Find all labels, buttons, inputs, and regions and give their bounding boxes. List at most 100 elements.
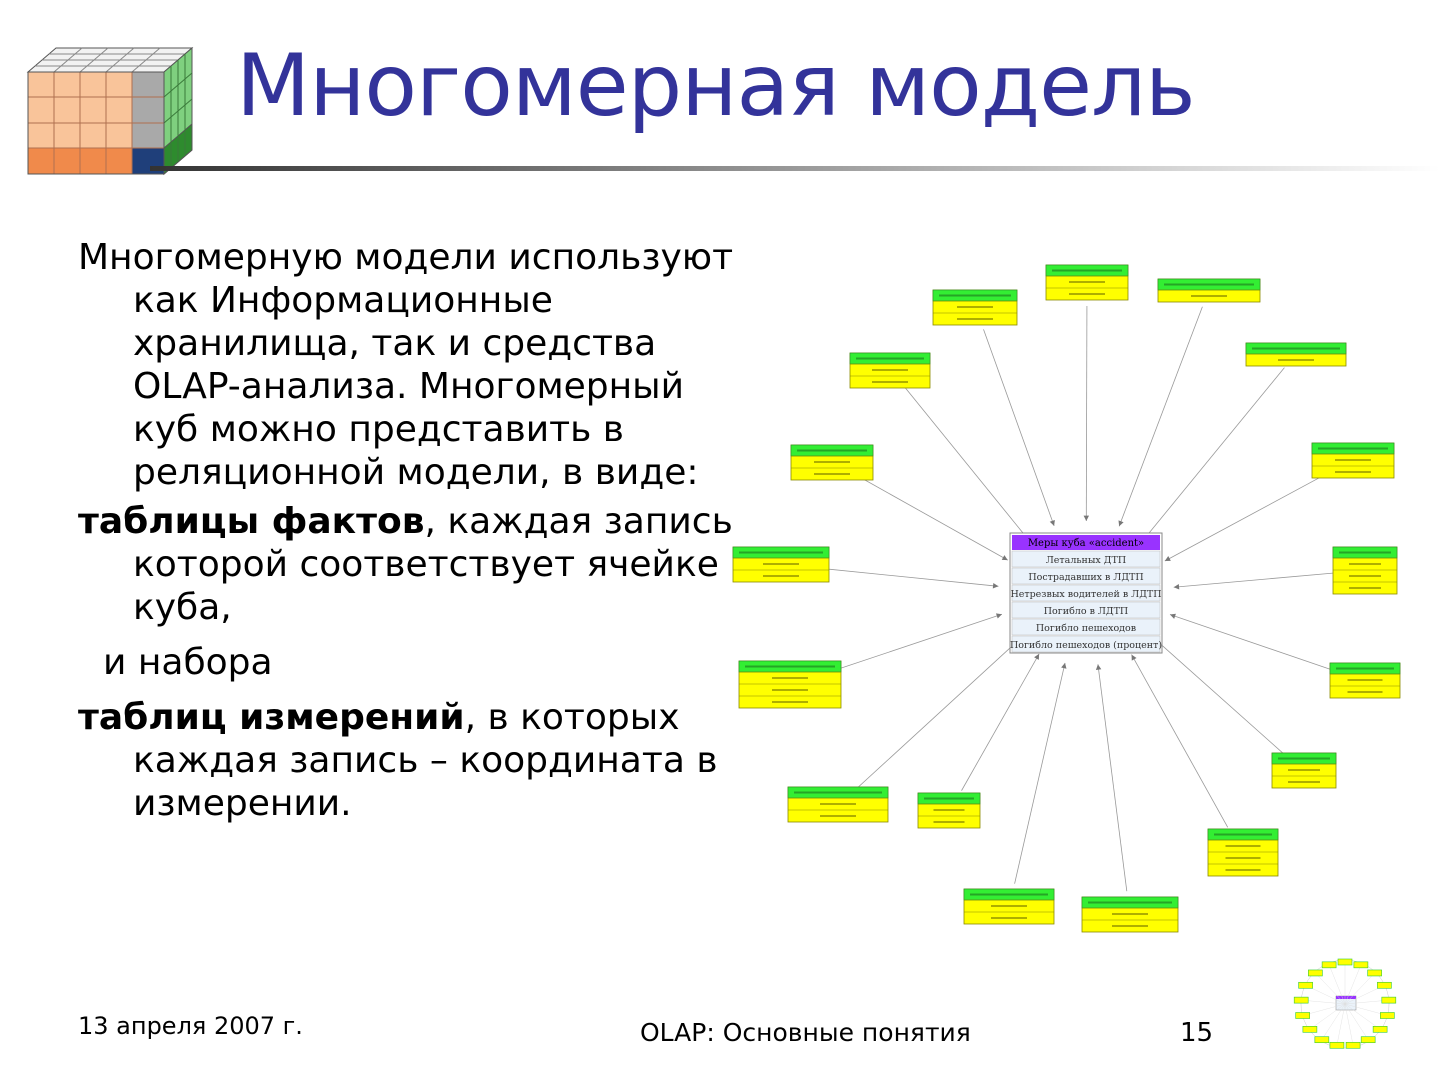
dimension-header-text [939, 294, 1011, 297]
relation-arrow [1034, 653, 1040, 660]
relation-arrow [1049, 519, 1055, 526]
dimension-table [738, 660, 842, 709]
thumbnail-dim [1293, 996, 1309, 1004]
dimension-row-text [1347, 679, 1383, 681]
dimension-row-text [1225, 857, 1261, 859]
thumbnail-dim [1298, 981, 1313, 989]
relation-line [1143, 367, 1285, 540]
fact-table-row-label: Нетрезвых водителей в ЛДТП [1010, 589, 1161, 600]
dimension-tables-term: таблиц измерений [78, 697, 465, 738]
relation-arrow [1131, 654, 1137, 661]
relation-line [1014, 662, 1066, 884]
dimension-table [790, 444, 874, 481]
relation-line [905, 387, 1029, 540]
dimension-header-text [745, 665, 835, 668]
dimension-table [932, 289, 1018, 326]
dimension-table [1311, 442, 1395, 479]
relation-line [1153, 638, 1287, 756]
dimension-row-text [772, 689, 808, 691]
thumbnail-dim [1372, 1026, 1388, 1033]
dimension-row-text [1335, 471, 1371, 473]
thumbnail-line [1309, 1003, 1346, 1030]
dimension-table [1245, 342, 1347, 367]
dimension-row-text [820, 815, 856, 817]
dimension-header-text [970, 893, 1048, 896]
thumbnail-dim [1329, 1041, 1345, 1049]
dimension-table [1207, 828, 1279, 877]
dimension-header-text [1336, 667, 1394, 670]
title-underline [150, 166, 1440, 171]
dimension-row-text [820, 803, 856, 805]
footer-date: 13 апреля 2007 г. [78, 1012, 303, 1040]
page-number: 15 [1180, 1018, 1214, 1048]
fact-table-row-label: Погибло пешеходов [1036, 623, 1136, 634]
relation-line [855, 639, 1020, 790]
dimension-row-text [1349, 575, 1381, 577]
dimension-row-text [1112, 913, 1148, 915]
relation-line [983, 329, 1055, 527]
dimension-row-text [991, 905, 1027, 907]
relation-line [818, 613, 1003, 677]
thumbnail-dim [1377, 981, 1392, 989]
dimension-row-text [763, 575, 799, 577]
relation-line [804, 566, 999, 587]
dimension-header-text [1278, 757, 1330, 760]
relation-line [1169, 614, 1343, 674]
dimension-header-text [739, 551, 823, 554]
relation-line [961, 653, 1040, 791]
fact-table-row-label: Летальных ДТП [1046, 555, 1126, 566]
dimension-row-text [1112, 925, 1148, 927]
relation-line [1097, 664, 1128, 892]
footer-title: OLAP: Основные понятия [640, 1018, 971, 1047]
dimension-table [1271, 752, 1337, 789]
thumbnail-line [1344, 1003, 1354, 1046]
dimension-tables-desc: , в которых каждая запись – координата в… [133, 697, 718, 824]
dimension-row-text [1347, 691, 1383, 693]
relation-line [852, 472, 1008, 561]
dimension-row-text [1225, 869, 1261, 871]
dimension-table [1157, 278, 1261, 303]
dimension-row-text [1225, 845, 1261, 847]
fact-table-row [1011, 584, 1161, 602]
dimension-table [1329, 662, 1401, 699]
relation-arrow [1118, 520, 1124, 527]
fact-table-row-label: Погибло в ЛДТП [1044, 606, 1128, 617]
relation-arrow [1061, 662, 1067, 669]
thumbnail-line [1315, 972, 1346, 1005]
dimension-header-text [1164, 283, 1254, 286]
dimension-header-text [856, 357, 924, 360]
fact-table: Меры куба «accident» Летальных ДТППостра… [1009, 532, 1163, 654]
dimension-row-text [772, 701, 808, 703]
dimension-row-text [1278, 359, 1314, 361]
thumbnail-line [1344, 1003, 1369, 1040]
relation-arrow [995, 613, 1002, 619]
dimension-table [732, 546, 830, 583]
thumbnail-line [1328, 964, 1346, 1005]
thumbnail-fact-header [1336, 996, 1356, 999]
star-schema-diagram: Меры куба «accident» Летальных ДТППостра… [732, 264, 1401, 933]
thumbnail-line [1344, 1003, 1381, 1030]
dimension-row-text [991, 917, 1027, 919]
dimension-row-text [933, 809, 965, 811]
thumbnail-dim [1295, 1012, 1310, 1019]
dimension-header-text [794, 791, 882, 794]
diagram-thumbnail [1293, 958, 1397, 1049]
fact-table-row-label: Погибло пешеходов (процент) [1010, 640, 1162, 651]
dimension-table [1045, 264, 1129, 301]
dimension-table [1081, 896, 1179, 933]
dimension-row-text [1191, 295, 1227, 297]
dimension-header-text [1214, 833, 1272, 836]
dimension-row-text [1288, 781, 1320, 783]
thumbnail-dim [1381, 996, 1397, 1004]
dimension-row-text [1335, 459, 1371, 461]
paragraph-and-set: и набора [103, 642, 273, 683]
relation-arrow [992, 583, 999, 589]
dimension-row-text [814, 461, 850, 463]
thumbnail-line [1344, 972, 1375, 1005]
thumbnail-line [1321, 1003, 1346, 1040]
thumbnail-dim [1345, 1041, 1361, 1049]
cube-logo [26, 46, 194, 176]
dimension-row-text [1069, 281, 1105, 283]
thumbnail-line [1301, 999, 1346, 1005]
thumbnail-dim [1314, 1036, 1330, 1044]
